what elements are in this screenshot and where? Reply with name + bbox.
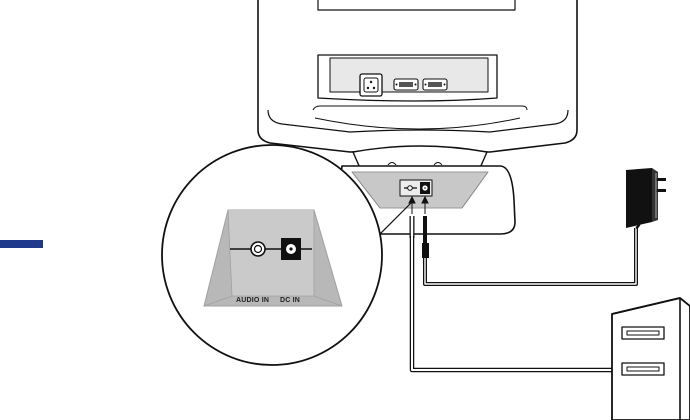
- power-adapter-icon: [626, 168, 666, 228]
- signal-port-icon: [394, 79, 418, 90]
- computer-tower-icon: [612, 298, 690, 420]
- monitor-rear-view: [258, 0, 577, 152]
- signal-port-icon: [423, 79, 447, 90]
- dc-in-label: DC IN: [280, 297, 300, 304]
- audio-cable: [412, 216, 612, 370]
- power-inlet-icon: [360, 74, 382, 96]
- audio-in-label: AUDIO IN: [236, 297, 269, 304]
- dc-in-jack-icon: [420, 182, 430, 194]
